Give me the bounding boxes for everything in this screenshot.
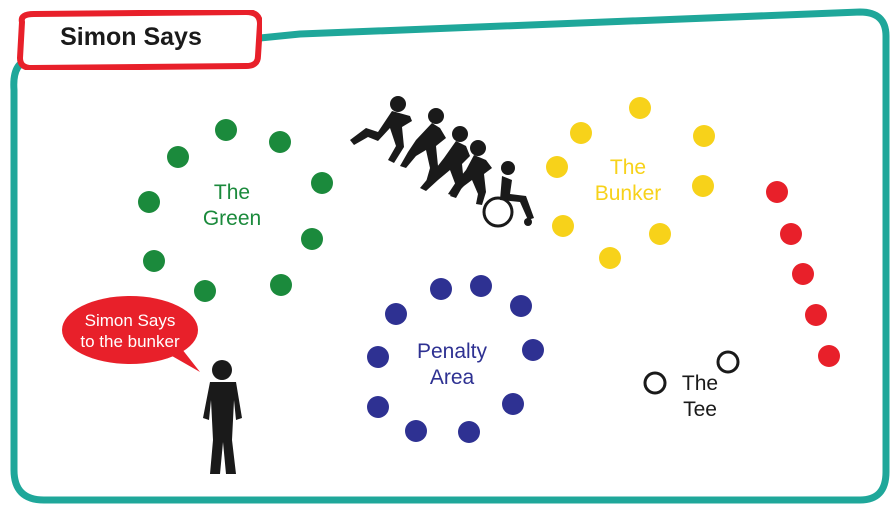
- page-title: Simon Says: [60, 22, 202, 51]
- green-dot-9: [194, 280, 216, 302]
- penalty-dot-8: [502, 393, 524, 415]
- running-children-icon: [350, 96, 492, 205]
- penalty-dot-4: [510, 295, 532, 317]
- penalty-dot-9: [405, 420, 427, 442]
- bunker-dot-7: [649, 223, 671, 245]
- bunker-dot-1: [629, 97, 651, 119]
- bunker-zone-label: The Bunker: [582, 155, 674, 207]
- wheelchair-user-icon: [482, 161, 534, 228]
- green-dot-2: [269, 131, 291, 153]
- bunker-dots: [546, 97, 715, 269]
- green-dots: [138, 119, 333, 302]
- green-zone-label: The Green: [190, 180, 274, 232]
- red-dot-2: [780, 223, 802, 245]
- speech-bubble-line1: Simon Says: [84, 311, 176, 330]
- tee-marker-right: [716, 350, 740, 374]
- title-container: Simon Says: [24, 18, 238, 56]
- green-label-line2: Green: [202, 207, 262, 230]
- tee-zone-label: The Tee: [670, 371, 730, 423]
- red-dot-1: [766, 181, 788, 203]
- red-dot-3: [792, 263, 814, 285]
- bunker-dot-5: [692, 175, 714, 197]
- penalty-label-line1: Penalty: [416, 340, 488, 363]
- tee-label-line1: The: [681, 372, 719, 395]
- bunker-label-line2: Bunker: [594, 182, 662, 205]
- penalty-label-line2: Area: [429, 366, 475, 389]
- bunker-label-line1: The: [609, 156, 647, 179]
- penalty-dot-3: [385, 303, 407, 325]
- tee-marker-left: [643, 371, 667, 395]
- bunker-dot-8: [599, 247, 621, 269]
- green-dot-5: [138, 191, 160, 213]
- penalty-dot-10: [458, 421, 480, 443]
- penalty-dot-5: [367, 346, 389, 368]
- penalty-dot-1: [430, 278, 452, 300]
- red-dot-5: [818, 345, 840, 367]
- penalty-dot-7: [367, 396, 389, 418]
- green-label-line1: The: [213, 181, 251, 204]
- bunker-dot-3: [693, 125, 715, 147]
- green-dot-8: [270, 274, 292, 296]
- penalty-zone-label: Penalty Area: [400, 339, 504, 391]
- standing-child-icon: [203, 360, 242, 474]
- speech-bubble-line2: to the bunker: [80, 332, 180, 351]
- speech-bubble-text: Simon Says to the bunker: [70, 310, 190, 352]
- green-dot-4: [311, 172, 333, 194]
- green-dot-3: [167, 146, 189, 168]
- penalty-dot-2: [470, 275, 492, 297]
- tee-label-line2: Tee: [683, 398, 717, 421]
- red-dot-4: [805, 304, 827, 326]
- bunker-dot-6: [552, 215, 574, 237]
- play-area-frame: [10, 8, 890, 504]
- bunker-dot-4: [546, 156, 568, 178]
- red-dots: [766, 181, 840, 367]
- green-dot-1: [215, 119, 237, 141]
- speech-bubble: [62, 296, 200, 372]
- penalty-dot-6: [522, 339, 544, 361]
- bunker-dot-2: [570, 122, 592, 144]
- penalty-dots: [367, 275, 544, 443]
- green-dot-6: [301, 228, 323, 250]
- green-dot-7: [143, 250, 165, 272]
- title-tag-border: [17, 10, 262, 70]
